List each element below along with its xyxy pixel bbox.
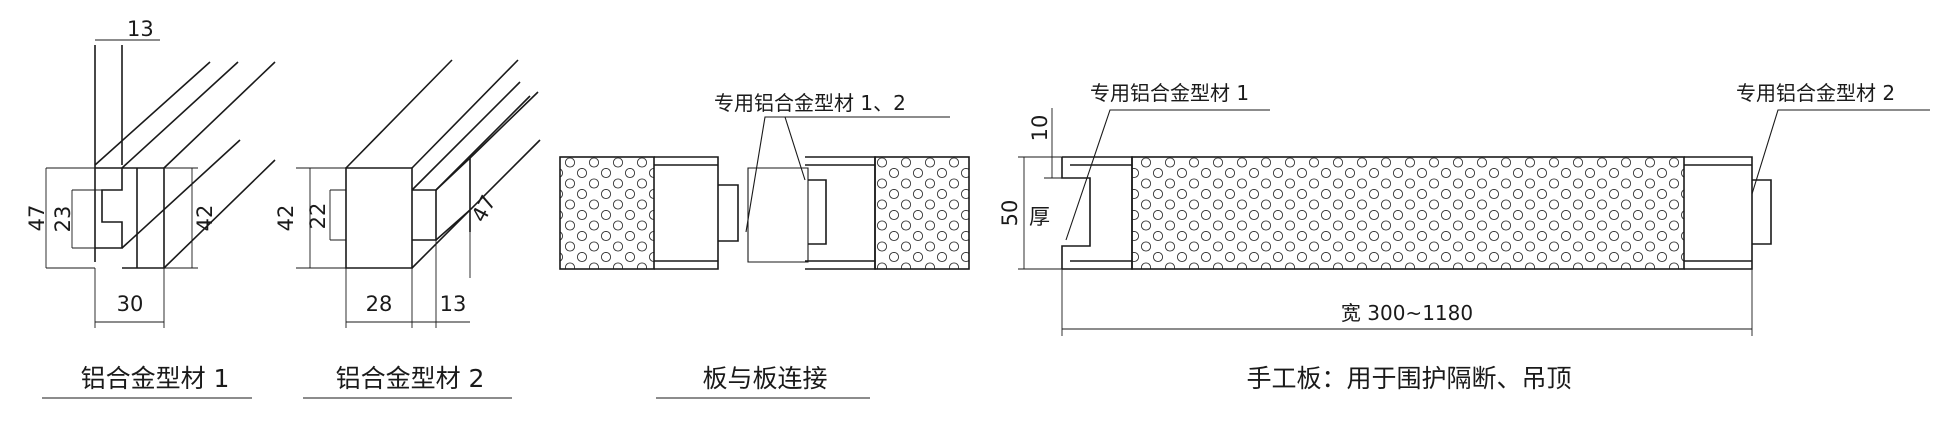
caption-profile-1: 铝合金型材 1	[81, 364, 230, 393]
joint-callout-label: 专用铝合金型材 1、2	[714, 91, 906, 115]
panel-drawing	[1018, 108, 1930, 336]
profile-1-dim-right: 42	[193, 205, 217, 232]
profile-2-drawing	[296, 59, 541, 328]
caption-profile-2: 铝合金型材 2	[336, 364, 485, 393]
profile-2-dim-left-inner: 22	[306, 203, 330, 230]
panel-thickness-word: 厚	[1029, 205, 1050, 229]
profile-1-dim-left-outer: 47	[25, 205, 49, 232]
profile-1-dim-left-inner: 23	[51, 206, 75, 233]
profile-2-dim-bottom-a: 28	[366, 292, 393, 316]
panel-callout-left: 专用铝合金型材 1	[1090, 81, 1249, 105]
profile-1-drawing	[45, 39, 276, 328]
panel-width-dim: 宽 300~1180	[1341, 301, 1473, 325]
panel-callout-right: 专用铝合金型材 2	[1736, 81, 1895, 105]
caption-joint: 板与板连接	[702, 364, 827, 393]
profile-1-dim-top: 13	[127, 17, 154, 41]
caption-panel: 手工板：用于围护隔断、吊顶	[1246, 364, 1571, 393]
profile-2-dim-bottom-b: 13	[440, 292, 467, 316]
profile-2-dim-right: 47	[467, 191, 501, 226]
profile-1-dim-bottom: 30	[117, 292, 144, 316]
panel-edge-dim: 10	[1028, 115, 1052, 142]
joint-drawing	[559, 116, 970, 270]
profile-2-dim-left-outer: 42	[274, 205, 298, 232]
panel-thickness-value: 50	[998, 200, 1022, 227]
